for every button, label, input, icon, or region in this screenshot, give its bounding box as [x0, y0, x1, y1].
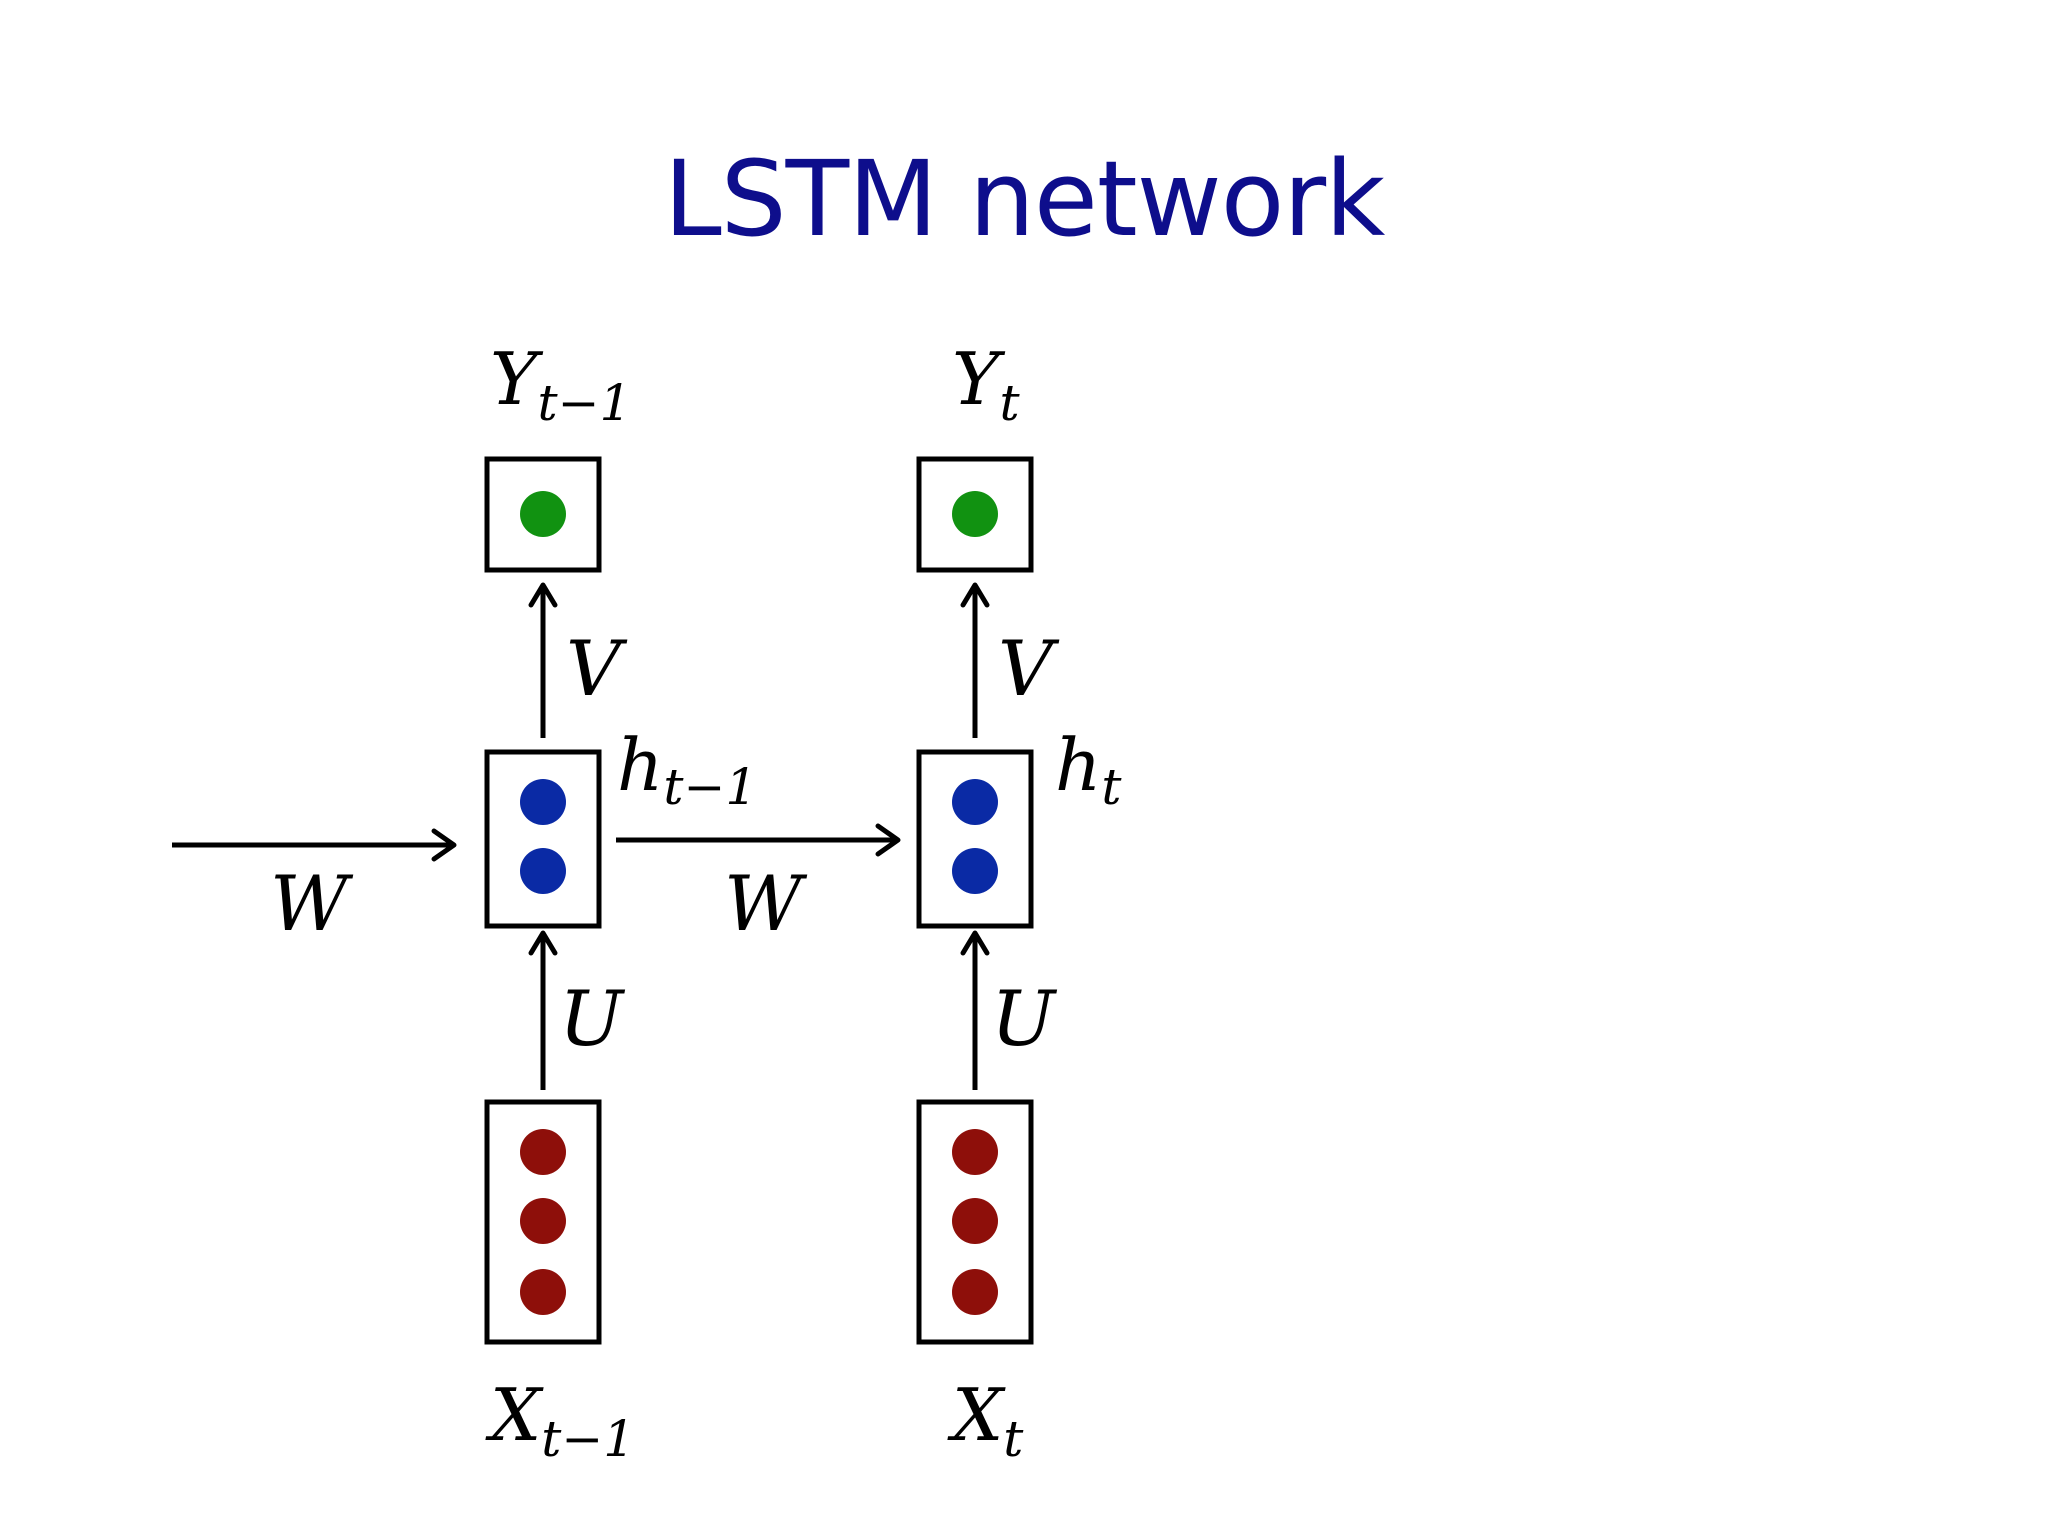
node-labels: Yt−1 Yt ht−1 ht Xt−1 Xt [485, 337, 1122, 1468]
edge-label-u-1: U [559, 974, 626, 1063]
hidden-label-2-main: h [1055, 723, 1101, 807]
hidden-label-1-main: h [617, 723, 663, 807]
input-label-1: Xt−1 [485, 1373, 635, 1468]
output-label-2: Yt [952, 337, 1021, 432]
input-unit [520, 1129, 566, 1175]
hidden-node-2 [916, 749, 1034, 929]
output-label-1-sub: t−1 [538, 374, 632, 432]
input-to-hidden-arrowhead-1 [528, 930, 558, 956]
hidden-label-1-sub: t−1 [663, 758, 757, 816]
hidden-unit [952, 779, 998, 825]
output-label-1-main: Y [490, 337, 544, 421]
recurrent-arrow-in-head [431, 828, 457, 862]
hidden-to-output-arrowhead-2 [960, 582, 990, 608]
input-label-2: Xt [947, 1373, 1024, 1468]
slide-title: LSTM network [663, 138, 1386, 260]
input-unit [520, 1198, 566, 1244]
connections [172, 582, 990, 1090]
edge-label-v-1: V [566, 624, 628, 713]
output-unit [520, 491, 566, 537]
hidden-node-1 [484, 749, 602, 929]
edge-label-v-2: V [998, 624, 1060, 713]
output-label-1: Yt−1 [490, 337, 631, 432]
output-label-2-main: Y [952, 337, 1006, 421]
hidden-label-2-sub: t [1101, 758, 1122, 816]
output-label-2-sub: t [1000, 374, 1021, 432]
hidden-to-output-arrowhead-1 [528, 582, 558, 608]
input-label-1-sub: t−1 [541, 1410, 635, 1468]
edge-label-u-2: U [991, 974, 1058, 1063]
input-unit [952, 1269, 998, 1315]
input-unit [520, 1269, 566, 1315]
hidden-label-2: ht [1055, 723, 1122, 816]
edge-label-w-2: W [724, 859, 808, 948]
recurrent-arrow-mid-head [875, 823, 901, 857]
input-unit [952, 1129, 998, 1175]
input-unit [952, 1198, 998, 1244]
hidden-unit [520, 779, 566, 825]
input-label-2-sub: t [1003, 1410, 1024, 1468]
edge-labels: V V U U W W [270, 624, 1060, 1063]
hidden-label-1: ht−1 [617, 723, 757, 816]
edge-label-w-1: W [270, 859, 354, 948]
input-label-1-main: X [485, 1373, 544, 1457]
input-label-2-main: X [947, 1373, 1006, 1457]
hidden-unit [952, 848, 998, 894]
output-unit [952, 491, 998, 537]
units [520, 491, 998, 1315]
input-to-hidden-arrowhead-2 [960, 930, 990, 956]
hidden-unit [520, 848, 566, 894]
